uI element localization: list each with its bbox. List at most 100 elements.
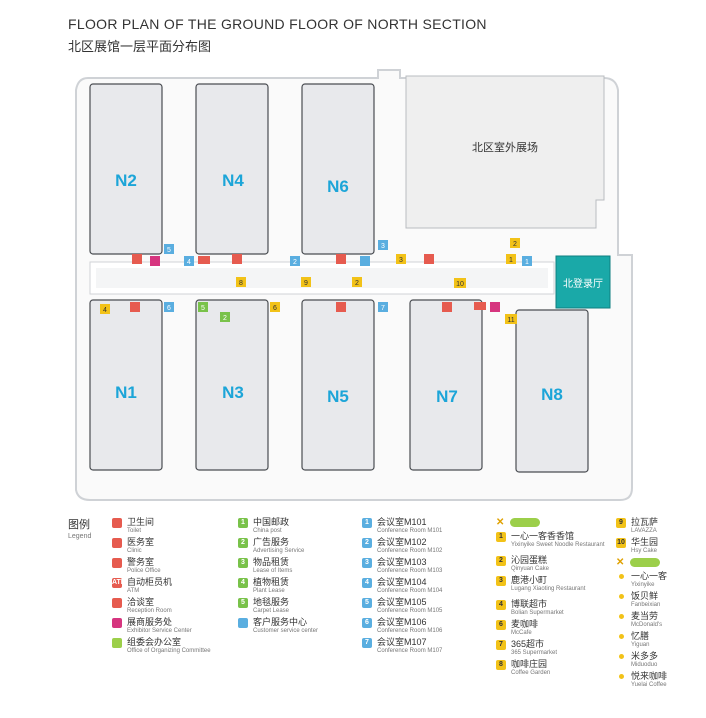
- north-login-hall-label: 北登录厅: [563, 277, 603, 290]
- marker-badge-icon: 3: [238, 558, 248, 568]
- legend-label-en: Bolian Supermarket: [511, 610, 564, 616]
- svg-text:4: 4: [103, 307, 107, 314]
- food-marker-11[interactable]: 11: [505, 314, 517, 324]
- marker-badge-icon: 5: [362, 598, 372, 608]
- legend-label-cn: 会议室M102: [377, 537, 427, 547]
- food-marker-8[interactable]: 8: [236, 277, 246, 287]
- legend-label-en: Qinyuan Cake: [511, 566, 550, 572]
- food-marker-2b[interactable]: 2: [352, 277, 362, 287]
- marker-badge-icon: [619, 634, 624, 639]
- marker-badge-icon: 2: [496, 556, 506, 566]
- north-login-hall[interactable]: 北登录厅: [555, 255, 611, 309]
- legend-label-en: Hsy Cake: [631, 548, 658, 554]
- map-title-cn: 北区展馆一层平面分布图: [68, 39, 212, 54]
- food-marker-3[interactable]: 3: [396, 254, 406, 264]
- conference-marker-7[interactable]: 7: [378, 302, 388, 312]
- hall-N7[interactable]: N7: [409, 299, 483, 471]
- utensils-icon: ✕: [496, 517, 505, 528]
- legend-label-cn: 会议室M105: [377, 597, 427, 607]
- legend-label-en: LAVAZZA: [631, 528, 657, 534]
- food-marker-9[interactable]: 9: [301, 277, 311, 287]
- hall-N2[interactable]: N2: [89, 83, 163, 255]
- legend-label-cn: 华生园: [631, 537, 659, 547]
- marker-badge-icon: 1: [496, 532, 506, 542]
- svg-text:6: 6: [273, 305, 277, 312]
- conference-marker-4[interactable]: 4: [184, 256, 194, 266]
- reception-icon: [112, 598, 122, 608]
- exhibitor-service-icon: [490, 302, 500, 312]
- svg-text:7: 7: [381, 305, 385, 312]
- legend-label-en: Office of Organizing Committee: [127, 648, 211, 654]
- atm-icon: ATM: [112, 578, 127, 588]
- legend-label-en: China post: [253, 528, 282, 534]
- legend-label-cn: 鹿港小町: [511, 575, 548, 585]
- conference-marker-3[interactable]: 3: [378, 240, 388, 250]
- legend-label-en: Conference Room M102: [377, 548, 443, 554]
- customer-service-icon: [360, 256, 370, 266]
- legend-label-en: Yuelai Coffee: [631, 682, 667, 688]
- legend-label-cn: 洽谈室: [127, 597, 155, 607]
- conference-marker-2[interactable]: 2: [290, 256, 300, 266]
- legend-label-cn: 植物租赁: [253, 577, 290, 587]
- toilet-icon: [424, 254, 434, 264]
- food-marker-4[interactable]: 4: [100, 304, 110, 314]
- marker-badge-icon: 7: [496, 640, 506, 650]
- legend-label-cn: 悦来咖啡: [631, 671, 668, 681]
- svg-text:9: 9: [304, 280, 308, 287]
- svg-text:8: 8: [239, 280, 243, 287]
- service-marker-2[interactable]: 2: [220, 312, 230, 322]
- legend-label-en: Conference Room M101: [377, 528, 443, 534]
- hall-N7-label: N7: [436, 387, 458, 406]
- conference-marker-5[interactable]: 5: [164, 244, 174, 254]
- marker-badge-icon: 3: [362, 558, 372, 568]
- legend-label-cn: 地毯服务: [253, 597, 290, 607]
- svg-text:2: 2: [355, 280, 359, 287]
- hall-N5[interactable]: N5: [301, 299, 375, 471]
- hall-N6[interactable]: N6: [301, 83, 375, 255]
- marker-badge-icon: 3: [496, 576, 506, 586]
- legend-label-cn: 一心一客香香馆: [511, 531, 575, 541]
- outdoor-area-label: 北区室外展场: [472, 140, 538, 154]
- legend-label-en: Fanbeixian: [631, 602, 661, 608]
- svg-text:4: 4: [187, 259, 191, 266]
- police-icon: [112, 558, 122, 568]
- legend-label-en: ATM: [127, 588, 140, 594]
- svg-text:2: 2: [223, 315, 227, 322]
- legend-label-en: Exhibitor Service Center: [127, 628, 192, 634]
- marker-badge-icon: [619, 674, 624, 679]
- atm-icon: [474, 302, 486, 310]
- hall-N4-label: N4: [222, 171, 244, 190]
- service-marker-5[interactable]: 5: [198, 302, 208, 312]
- legend-label-cn: 会议室M107: [377, 637, 427, 647]
- food-marker-1[interactable]: 1: [506, 254, 516, 264]
- legend-label-cn: 咖啡庄园: [511, 659, 548, 669]
- marker-badge-icon: 1: [238, 518, 248, 528]
- toilet-icon: [232, 254, 242, 264]
- toilet-icon: [112, 518, 122, 528]
- legend-label-cn: 米多多: [631, 651, 659, 661]
- legend-label-cn: 组委会办公室: [127, 637, 182, 647]
- hall-N1[interactable]: N1: [89, 299, 163, 471]
- legend-label-en: Lugang Xiaoting Restaurant: [511, 586, 586, 592]
- hall-N3[interactable]: N3: [195, 299, 269, 471]
- legend-label-cn: 广告服务: [253, 537, 290, 547]
- marker-badge-icon: [619, 574, 624, 579]
- conference-marker-1[interactable]: 1: [522, 256, 532, 266]
- legend-label-en: Conference Room M104: [377, 588, 443, 594]
- hall-N4[interactable]: N4: [195, 83, 269, 255]
- legend-label-cn: 会议室M106: [377, 617, 427, 627]
- svg-text:3: 3: [399, 257, 403, 264]
- legend-label-cn: 警务室: [127, 557, 155, 567]
- food-marker-2[interactable]: 2: [510, 238, 520, 248]
- conference-marker-6[interactable]: 6: [164, 302, 174, 312]
- food-marker-6[interactable]: 6: [270, 302, 280, 312]
- legend-label-en: Reception Room: [127, 608, 172, 614]
- legend-label-en: Toilet: [127, 528, 142, 534]
- marker-badge-icon: [619, 594, 624, 599]
- legend-heading: 图例 Legend: [68, 519, 92, 540]
- marker-badge-icon: 4: [362, 578, 372, 588]
- toilet-icon: [132, 254, 142, 264]
- hall-N8[interactable]: N8: [515, 309, 589, 473]
- food-marker-10[interactable]: 10: [454, 278, 466, 288]
